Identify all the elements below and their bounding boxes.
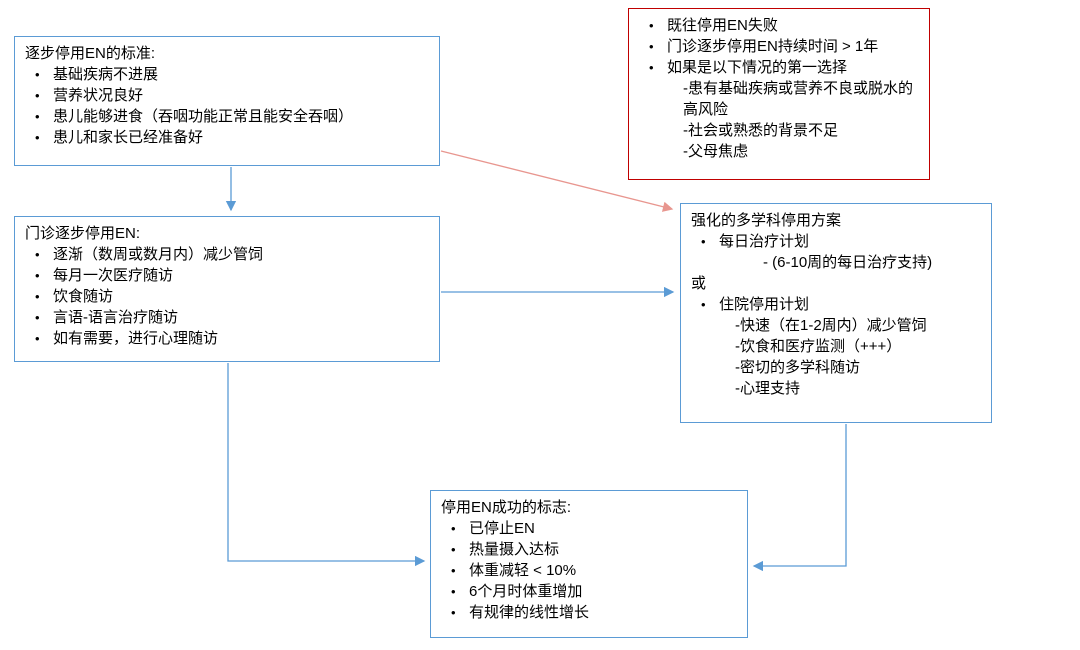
bullet-icon: • bbox=[35, 130, 40, 145]
bullet-icon: • bbox=[451, 563, 456, 578]
bullet-icon: • bbox=[35, 109, 40, 124]
list-item: • 每日治疗计划 bbox=[689, 231, 983, 252]
list-item-text: 住院停用计划 bbox=[719, 296, 810, 313]
list-item-text: 患儿和家长已经准备好 bbox=[53, 129, 204, 146]
list-item-text: 饮食随访 bbox=[53, 288, 114, 305]
list-item-text: 基础疾病不进展 bbox=[53, 66, 159, 83]
list-item: • 饮食随访 bbox=[23, 286, 431, 307]
box-title: 逐步停用EN的标准: bbox=[25, 45, 156, 62]
list-item-text: 言语-语言治疗随访 bbox=[53, 309, 178, 326]
list-item: • 6个月时体重增加 bbox=[439, 581, 739, 602]
list-item: • 基础疾病不进展 bbox=[23, 64, 431, 85]
box-lines: • 既往停用EN失败 • 门诊逐步停用EN持续时间 > 1年 • 如果是以下情况的第一选择… bbox=[637, 15, 921, 162]
bullet-icon: • bbox=[35, 289, 40, 304]
bullet-icon: • bbox=[701, 234, 706, 249]
list-item-text: - (6-10周的每日治疗支持) bbox=[763, 254, 933, 271]
list-item-text: 如有需要，进行心理随访 bbox=[53, 330, 219, 347]
bullet-icon: • bbox=[451, 521, 456, 536]
list-item-text: 既往停用EN失败 bbox=[667, 17, 778, 34]
list-item: • 逐渐（数周或数月内）减少管饲 bbox=[23, 244, 431, 265]
list-item-text: 体重减轻 < 10% bbox=[469, 562, 577, 579]
list-item: -父母焦虑 bbox=[637, 141, 921, 162]
bullet-icon: • bbox=[35, 88, 40, 103]
list-item: • 患儿和家长已经准备好 bbox=[23, 127, 431, 148]
list-item: • 患儿能够进食（吞咽功能正常且能安全吞咽） bbox=[23, 106, 431, 127]
list-item-text: 每月一次医疗随访 bbox=[53, 267, 174, 284]
list-item: • 体重减轻 < 10% bbox=[439, 560, 739, 581]
list-item: -患有基础疾病或营养不良或脱水的高风险 bbox=[637, 78, 921, 120]
list-item: 或 bbox=[689, 273, 983, 294]
list-item: -密切的多学科随访 bbox=[689, 357, 983, 378]
box-outpatient-weaning: 门诊逐步停用EN: •逐渐（数周或数月内）减少管饲•每月一次医疗随访•饮食随访•… bbox=[14, 216, 440, 362]
list-item-text: 有规律的线性增长 bbox=[469, 604, 590, 621]
bullet-icon: • bbox=[649, 39, 654, 54]
list-item-text: 营养状况良好 bbox=[53, 87, 144, 104]
list-item-text: -心理支持 bbox=[735, 380, 800, 397]
list-item: - (6-10周的每日治疗支持) bbox=[689, 252, 983, 273]
box-title: 强化的多学科停用方案 bbox=[691, 212, 842, 229]
bullet-icon: • bbox=[649, 18, 654, 33]
list-item: -社会或熟悉的背景不足 bbox=[637, 120, 921, 141]
list-item: -心理支持 bbox=[689, 378, 983, 399]
box-lines: • 已停止EN • 热量摄入达标 • 体重减轻 < 10% • 6个月时体重增加 • 有规律的线性… bbox=[439, 518, 739, 623]
list-item-text: 或 bbox=[691, 275, 707, 292]
bullet-icon: • bbox=[35, 310, 40, 325]
list-item-text: -饮食和医疗监测（+++） bbox=[735, 338, 902, 355]
list-item-text: 已停止EN bbox=[469, 520, 535, 537]
list-item: • 营养状况良好 bbox=[23, 85, 431, 106]
list-item: • 住院停用计划 bbox=[689, 294, 983, 315]
list-item-text: 每日治疗计划 bbox=[719, 233, 810, 250]
bullet-icon: • bbox=[649, 60, 654, 75]
list-item: • 言语-语言治疗随访 bbox=[23, 307, 431, 328]
list-item-text: -父母焦虑 bbox=[683, 143, 748, 160]
bullet-icon: • bbox=[451, 584, 456, 599]
box-lines: • 每日治疗计划 - (6-10周的每日治疗支持) 或 • 住院停用计划 -快速（在1-2周… bbox=[689, 231, 983, 399]
list-item: • 已停止EN bbox=[439, 518, 739, 539]
list-item-text: -密切的多学科随访 bbox=[735, 359, 860, 376]
list-item: • 门诊逐步停用EN持续时间 > 1年 bbox=[637, 36, 921, 57]
box-intensive-program: 强化的多学科停用方案 • 每日治疗计划 - (6-10周的每日治疗支持) 或 • 住院停用… bbox=[680, 203, 992, 423]
bullet-icon: • bbox=[35, 331, 40, 346]
list-item-text: -患有基础疾病或营养不良或脱水的高风险 bbox=[683, 80, 913, 118]
list-item-text: 如果是以下情况的第一选择 bbox=[667, 59, 848, 76]
list-item-text: -社会或熟悉的背景不足 bbox=[683, 122, 838, 139]
box-title: 停用EN成功的标志: bbox=[441, 499, 572, 516]
list-item-text: 门诊逐步停用EN持续时间 > 1年 bbox=[667, 38, 879, 55]
list-item: • 既往停用EN失败 bbox=[637, 15, 921, 36]
box-lines: • 基础疾病不进展 • 营养状况良好 • 患儿能够进食（吞咽功能正常且能安全吞咽） • 患儿和… bbox=[23, 64, 431, 148]
list-item-text: 6个月时体重增加 bbox=[469, 583, 583, 600]
bullet-icon: • bbox=[35, 247, 40, 262]
list-item: • 如有需要，进行心理随访 bbox=[23, 328, 431, 349]
bullet-icon: • bbox=[35, 268, 40, 283]
bullet-icon: • bbox=[451, 605, 456, 620]
arrow-intensive-to-success bbox=[752, 424, 847, 572]
list-item: • 每月一次医疗随访 bbox=[23, 265, 431, 286]
box-success-markers: 停用EN成功的标志: • 已停止EN • 热量摄入达标 • 体重减轻 < 10% • 6个月时… bbox=[430, 490, 748, 638]
list-item-text: 患儿能够进食（吞咽功能正常且能安全吞咽） bbox=[53, 108, 354, 125]
list-item: • 有规律的线性增长 bbox=[439, 602, 739, 623]
list-item: • 如果是以下情况的第一选择 bbox=[637, 57, 921, 78]
box-wean-criteria: 逐步停用EN的标准: • 基础疾病不进展 • 营养状况良好 • 患儿能够进食（吞咽功能正常… bbox=[14, 36, 440, 166]
arrow-outpatient-to-success bbox=[227, 363, 426, 567]
box-lines: •逐渐（数周或数月内）减少管饲•每月一次医疗随访•饮食随访•言语-语言治疗随访•… bbox=[23, 244, 431, 349]
list-item: -饮食和医疗监测（+++） bbox=[689, 336, 983, 357]
box-title: 门诊逐步停用EN: bbox=[25, 225, 141, 242]
bullet-icon: • bbox=[451, 542, 456, 557]
list-item-text: -快速（在1-2周内）减少管饲 bbox=[735, 317, 927, 334]
list-item: • 热量摄入达标 bbox=[439, 539, 739, 560]
list-item: -快速（在1-2周内）减少管饲 bbox=[689, 315, 983, 336]
bullet-icon: • bbox=[701, 297, 706, 312]
list-item-text: 热量摄入达标 bbox=[469, 541, 560, 558]
list-item-text: 逐渐（数周或数月内）减少管饲 bbox=[53, 246, 264, 263]
bullet-icon: • bbox=[35, 67, 40, 82]
box-risk-flags: • 既往停用EN失败 • 门诊逐步停用EN持续时间 > 1年 • 如果是以下情况的第一选择… bbox=[628, 8, 930, 180]
